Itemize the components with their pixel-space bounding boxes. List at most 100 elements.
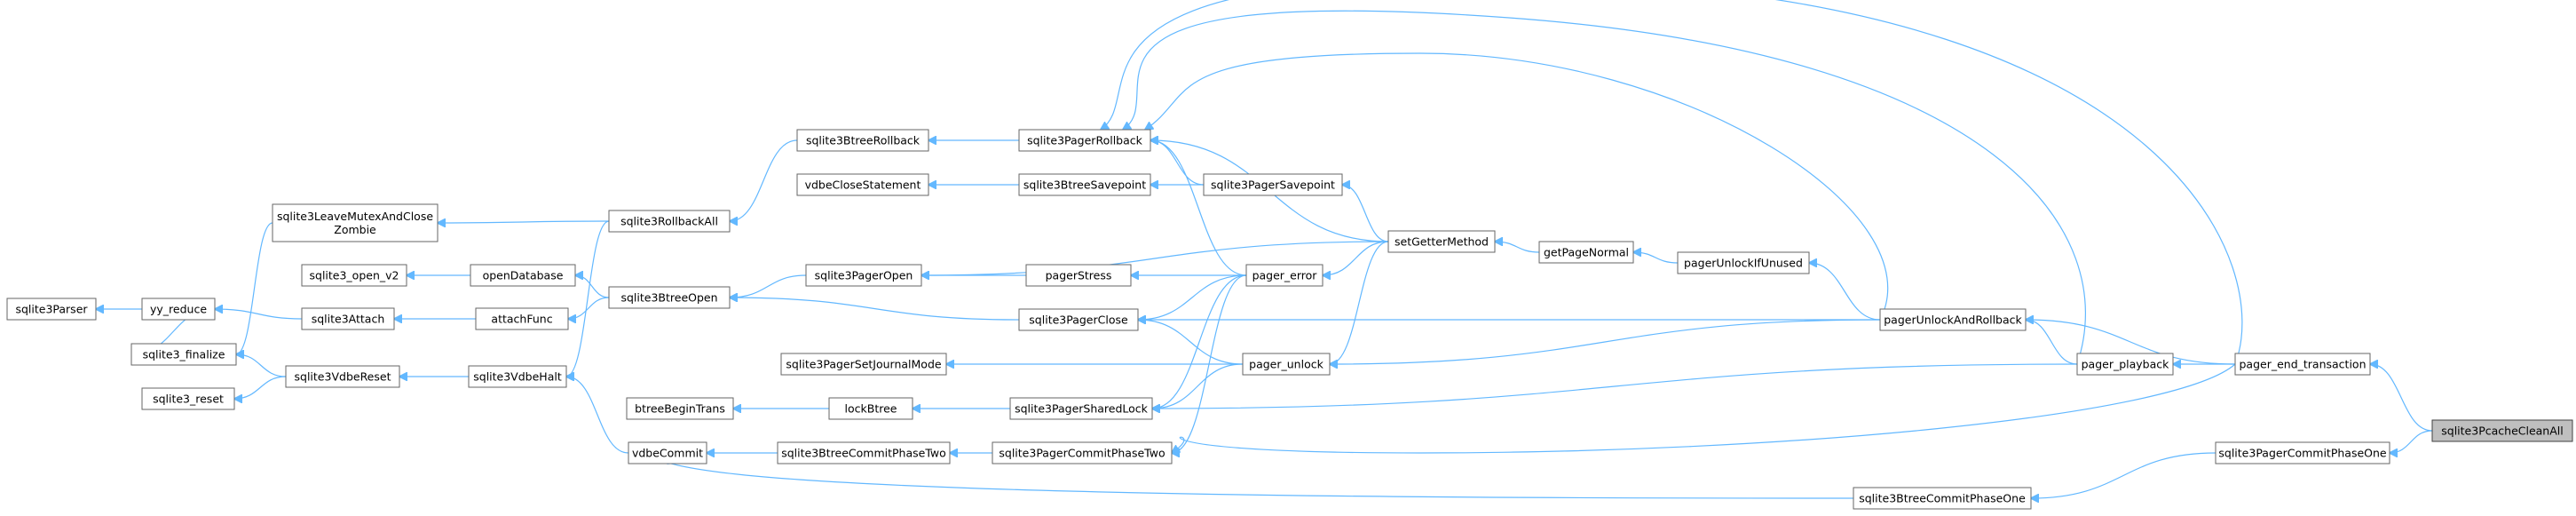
node-sqlite3RollbackAll[interactable]: sqlite3RollbackAll (608, 210, 731, 233)
edge-sqlite3Attach-to-yy_reduce (215, 309, 303, 320)
node-label: sqlite3PagerRollback (1027, 134, 1143, 147)
edge-pagerUnlockAndRollback-to-pager_unlock (1330, 319, 1881, 364)
node-label: sqlite3RollbackAll (620, 215, 718, 228)
edge-pager_end_transaction-to-sqlite3PagerCommitPhaseTwo (1172, 363, 2236, 453)
edge-sqlite3RollbackAll-to-sqlite3VdbeHalt (566, 220, 610, 377)
node-sqlite3PagerRollback[interactable]: sqlite3PagerRollback (1018, 129, 1151, 152)
node-attachFunc[interactable]: attachFunc (475, 307, 569, 330)
node-box (628, 441, 707, 464)
edge-sqlite3PagerCommitPhaseOne-to-sqlite3BtreeCommitPhaseOne (2031, 452, 2216, 498)
node-label: sqlite3PagerOpen (815, 269, 913, 282)
node-label: sqlite3BtreeSavepoint (1023, 179, 1146, 192)
node-sqlite3PagerCommitPhaseOne[interactable]: sqlite3PagerCommitPhaseOne (2215, 441, 2390, 464)
node-label: pager_unlock (1249, 358, 1324, 371)
node-sqlite3BtreeRollback[interactable]: sqlite3BtreeRollback (796, 129, 929, 152)
node-box (470, 264, 576, 287)
node-openDatabase[interactable]: openDatabase (470, 264, 576, 287)
node-label: pagerUnlockAndRollback (1884, 314, 2022, 327)
edge-sqlite3PagerOpen-to-sqlite3BtreeOpen (730, 274, 807, 298)
edge-setGetterMethod-to-sqlite3PagerOpen (921, 241, 1389, 275)
node-label: Zombie (334, 223, 376, 236)
node-label: sqlite3BtreeRollback (806, 134, 921, 147)
node-label: sqlite3PagerSetJournalMode (786, 358, 941, 371)
node-getPageNormal[interactable]: getPageNormal (1538, 241, 1634, 264)
edges (96, 0, 2433, 498)
node-label: setGetterMethod (1395, 235, 1489, 249)
node-label: sqlite3PagerClose (1029, 314, 1128, 327)
node-label: attachFunc (491, 313, 552, 326)
edge-sqlite3PcacheCleanAll-to-sqlite3PagerCommitPhaseOne (2390, 430, 2433, 453)
node-vdbeCommit[interactable]: vdbeCommit (628, 441, 707, 464)
node-btreeBeginTrans[interactable]: btreeBeginTrans (626, 397, 734, 420)
node-sqlite3VdbeReset[interactable]: sqlite3VdbeReset (285, 365, 400, 388)
node-yy_reduce[interactable]: yy_reduce (141, 298, 216, 321)
node-box (626, 397, 734, 420)
node-pager_end_transaction[interactable]: pager_end_transaction (2234, 353, 2371, 376)
node-vdbeCloseStatement[interactable]: vdbeCloseStatement (796, 173, 929, 196)
node-sqlite3BtreeOpen[interactable]: sqlite3BtreeOpen (608, 286, 731, 309)
node-box (828, 397, 913, 420)
edge-pagerUnlockAndRollback-to-sqlite3PagerRollback (1145, 52, 1889, 321)
edge-setGetterMethod-to-sqlite3PagerSavepoint (1342, 185, 1389, 242)
node-label: vdbeCloseStatement (805, 179, 921, 192)
node-box (285, 365, 400, 388)
node-box (1853, 487, 2032, 510)
node-label: sqlite3PcacheCleanAll (2441, 425, 2563, 438)
node-pager_error[interactable]: pager_error (1245, 264, 1324, 287)
node-sqlite3_open_v2[interactable]: sqlite3_open_v2 (301, 264, 407, 287)
node-sqlite3BtreeCommitPhaseOne[interactable]: sqlite3BtreeCommitPhaseOne (1853, 487, 2032, 510)
node-sqlite3Parser[interactable]: sqlite3Parser (6, 298, 97, 321)
node-pagerUnlockIfUnused[interactable]: pagerUnlockIfUnused (1677, 251, 1810, 274)
edge-pager_end_transaction-to-pagerUnlockAndRollback (2026, 320, 2236, 365)
edge-sqlite3VdbeReset-to-sqlite3_finalize (236, 354, 287, 377)
node-label: sqlite3_finalize (143, 348, 225, 361)
node-box (1879, 308, 2027, 331)
edge-pager_error-to-sqlite3PagerClose (1138, 274, 1247, 320)
node-sqlite3PagerCommitPhaseTwo[interactable]: sqlite3PagerCommitPhaseTwo (992, 441, 1173, 464)
node-label: sqlite3VdbeReset (295, 370, 391, 384)
node-lockBtree[interactable]: lockBtree (828, 397, 913, 420)
node-sqlite3BtreeSavepoint[interactable]: sqlite3BtreeSavepoint (1018, 173, 1151, 196)
node-label: sqlite3PagerSavepoint (1211, 179, 1335, 192)
node-sqlite3VdbeHalt[interactable]: sqlite3VdbeHalt (468, 365, 567, 388)
node-box (608, 286, 731, 309)
node-box (1538, 241, 1634, 264)
edge-vdbeCommit-to-sqlite3VdbeHalt (566, 377, 629, 454)
edge-pager_end_transaction-to-sqlite3PagerRollback (1101, 0, 2243, 365)
node-box (301, 307, 395, 330)
node-sqlite3_finalize[interactable]: sqlite3_finalize (130, 343, 237, 366)
edge-sqlite3VdbeReset-to-sqlite3_reset (234, 376, 287, 399)
node-sqlite3_reset[interactable]: sqlite3_reset (141, 387, 235, 410)
node-box (1677, 251, 1810, 274)
node-box (1387, 230, 1496, 253)
node-label: btreeBeginTrans (635, 402, 725, 416)
node-pager_unlock[interactable]: pager_unlock (1242, 353, 1331, 376)
node-sqlite3PagerOpen[interactable]: sqlite3PagerOpen (805, 264, 922, 287)
node-sqlite3PagerClose[interactable]: sqlite3PagerClose (1018, 308, 1139, 331)
node-box (2431, 419, 2573, 442)
edge-pager_error-to-sqlite3PagerSharedLock (1152, 274, 1247, 409)
node-label: pagerStress (1046, 269, 1112, 282)
node-label: sqlite3VdbeHalt (473, 370, 562, 384)
node-box (1203, 173, 1343, 196)
node-sqlite3PagerSetJournalMode[interactable]: sqlite3PagerSetJournalMode (780, 353, 947, 376)
node-pagerStress[interactable]: pagerStress (1025, 264, 1132, 287)
node-sqlite3PcacheCleanAll[interactable]: sqlite3PcacheCleanAll (2431, 419, 2573, 442)
node-pager_playback[interactable]: pager_playback (2076, 353, 2174, 376)
node-sqlite3Attach[interactable]: sqlite3Attach (301, 307, 395, 330)
node-box (2215, 441, 2390, 464)
node-setGetterMethod[interactable]: setGetterMethod (1387, 230, 1496, 253)
node-pagerUnlockAndRollback[interactable]: pagerUnlockAndRollback (1879, 308, 2027, 331)
node-sqlite3PagerSavepoint[interactable]: sqlite3PagerSavepoint (1203, 173, 1343, 196)
node-box (141, 387, 235, 410)
node-box (1018, 308, 1139, 331)
node-sqlite3BtreeCommitPhaseTwo[interactable]: sqlite3BtreeCommitPhaseTwo (777, 441, 951, 464)
node-sqlite3PagerSharedLock[interactable]: sqlite3PagerSharedLock (1009, 397, 1153, 420)
node-box (992, 441, 1173, 464)
node-label: sqlite3Parser (15, 303, 88, 316)
edge-pager_playback-to-sqlite3PagerRollback (1123, 10, 2086, 365)
edge-setGetterMethod-to-pager_error (1323, 241, 1389, 275)
